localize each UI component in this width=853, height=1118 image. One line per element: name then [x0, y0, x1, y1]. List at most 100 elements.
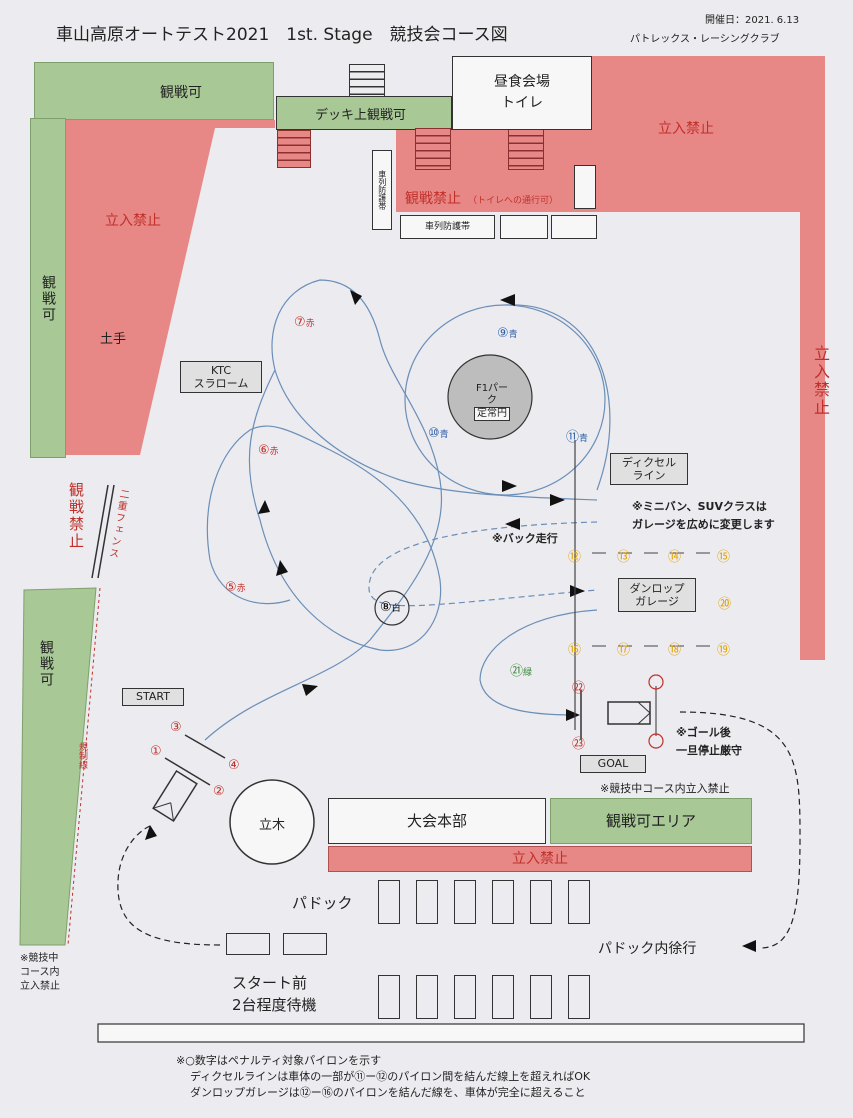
- arrow-icon: [350, 290, 362, 305]
- f1-park-sub: 定常円: [474, 407, 510, 421]
- paddock-slot: [454, 880, 476, 924]
- course-path-3: [504, 304, 611, 491]
- f1-park-circle: [447, 354, 533, 440]
- ktc-label: KTC: [210, 363, 232, 377]
- dunlop-garage-sign: ダンロップ ガレージ: [618, 578, 696, 612]
- spectate-zone-top: [34, 62, 274, 120]
- pylon-8-ring: [374, 590, 410, 626]
- no-entry-label-top: 立入禁止: [658, 121, 714, 137]
- paddock-return-path: [679, 711, 801, 949]
- paddock-slots: [378, 880, 590, 926]
- pylon-16: ⑯: [568, 643, 582, 658]
- exit-car-slot-2: [283, 933, 327, 955]
- hq-building: 大会本部: [328, 798, 546, 844]
- waiting-slot: [378, 975, 400, 1019]
- start-wait-label-2: 2台程度待機: [232, 996, 317, 1014]
- waiting-slot: [492, 975, 514, 1019]
- minivan-note-2: ガレージを広めに変更します: [632, 518, 775, 531]
- paddock-slot: [492, 880, 514, 924]
- spectate-top-label: 観戦可: [160, 85, 202, 101]
- car-icon-goal: [607, 701, 651, 725]
- pylon-18: ⑱: [668, 643, 682, 658]
- pylon-1: ①: [150, 744, 162, 759]
- arrow-icon: [258, 500, 270, 514]
- toilet-label: トイレ: [501, 95, 543, 111]
- slalom-label: スラローム: [193, 377, 249, 390]
- pylon-11: ⑪青: [566, 430, 589, 445]
- paddock-slot: [530, 880, 552, 924]
- event-date: 開催日：2021. 6.13: [705, 15, 800, 26]
- no-spectate-label-left: 観戦禁止: [67, 482, 85, 550]
- pylon-22: ㉒: [572, 681, 586, 696]
- deck-spectate-zone: [276, 96, 452, 130]
- pylon-20: ⑳: [718, 597, 732, 612]
- footnote-3: ダンロップガレージは⑫ー⑯のパイロンを結んだ線を、車体が完全に超えること: [190, 1086, 586, 1099]
- car-icon: [152, 769, 198, 823]
- arrow-icon: [500, 294, 515, 306]
- pylon-21: ㉑緑: [510, 664, 533, 679]
- barrier-horizontal: 車列防護帯: [400, 215, 495, 239]
- start-sign: START: [122, 688, 184, 706]
- goal-stop-note-2: 一旦停止厳守: [676, 744, 742, 757]
- goal-sign: GOAL: [580, 755, 646, 773]
- course-no-entry-note: ※競技中コース内立入禁止: [600, 782, 730, 795]
- arrow-icon: [742, 940, 756, 952]
- pylon-9: ⑨青: [497, 326, 518, 341]
- paddock-slot: [568, 880, 590, 924]
- goal-stop-pylon-2: [648, 733, 664, 749]
- ktc-slalom-sign: KTC スラローム: [180, 361, 262, 393]
- waiting-slot: [454, 975, 476, 1019]
- pylon-7: ⑦赤: [294, 315, 315, 330]
- f1-park-label: F1パーク 定常円: [472, 383, 512, 421]
- no-entry-strip: 立入禁止: [328, 846, 752, 872]
- pylon-12: ⑫: [568, 550, 582, 565]
- arrow-icon: [505, 518, 520, 530]
- dunlop-label: ダンロップ: [629, 581, 685, 595]
- lunch-toilet-building: 昼食会場 トイレ: [452, 56, 592, 130]
- spectate-area: 観戦可エリア: [550, 798, 752, 844]
- start-wait-label-1: スタート前: [232, 974, 308, 992]
- course-paths: [204, 279, 611, 741]
- stairs-top: [349, 64, 385, 98]
- note-left: ※競技中 コース内 立入禁止: [20, 953, 60, 992]
- back-run-path: [368, 521, 598, 607]
- course-arrows: [145, 290, 756, 952]
- back-run-note: ※バック走行: [492, 532, 558, 545]
- stairs-right: [508, 128, 544, 170]
- line-label: ライン: [632, 469, 666, 482]
- start-gate-line-2: [164, 757, 211, 786]
- lunch-label: 昼食会場: [494, 74, 550, 91]
- waiting-slots: [378, 975, 590, 1021]
- arrow-icon: [145, 825, 157, 840]
- pylon-23: ㉓: [572, 737, 586, 752]
- tree-circle: [229, 779, 315, 865]
- course-path-1: [204, 279, 598, 741]
- spectate-left-label: 観戦可: [40, 275, 56, 323]
- pylon-3: ③: [170, 720, 182, 735]
- pylon-19: ⑲: [717, 643, 731, 658]
- arrow-icon: [566, 709, 580, 721]
- goal-stop-pylon: [648, 674, 664, 690]
- course-path-4: [479, 609, 598, 716]
- goal-stop-note-1: ※ゴール後: [676, 726, 731, 739]
- arrow-icon: [550, 494, 565, 506]
- club-name: パトレックス・レーシングクラブ: [630, 34, 780, 45]
- stairs-left: [277, 130, 311, 168]
- paddock-slot: [416, 880, 438, 924]
- pylon-17: ⑰: [617, 643, 631, 658]
- barrier-block-2: [551, 215, 597, 239]
- bottom-bar: [97, 1023, 805, 1043]
- barrier-vertical: 車列防護帯: [372, 150, 392, 230]
- pylon-14: ⑭: [668, 550, 682, 565]
- waiting-slot: [416, 975, 438, 1019]
- pylon-5: ⑤赤: [225, 580, 246, 595]
- no-spectate-label: 観戦禁止: [405, 191, 461, 207]
- course-path-2: [206, 369, 442, 652]
- minivan-note-1: ※ミニバン、SUVクラスは: [632, 500, 767, 513]
- no-entry-zone-right: [592, 56, 825, 660]
- toilet-path-label: （トイレへの通行可）: [468, 196, 559, 206]
- footnote-1: ※○数字はペナルティ対象パイロンを示す: [176, 1054, 382, 1067]
- paddock-slot: [378, 880, 400, 924]
- pylon-4: ④: [228, 758, 240, 773]
